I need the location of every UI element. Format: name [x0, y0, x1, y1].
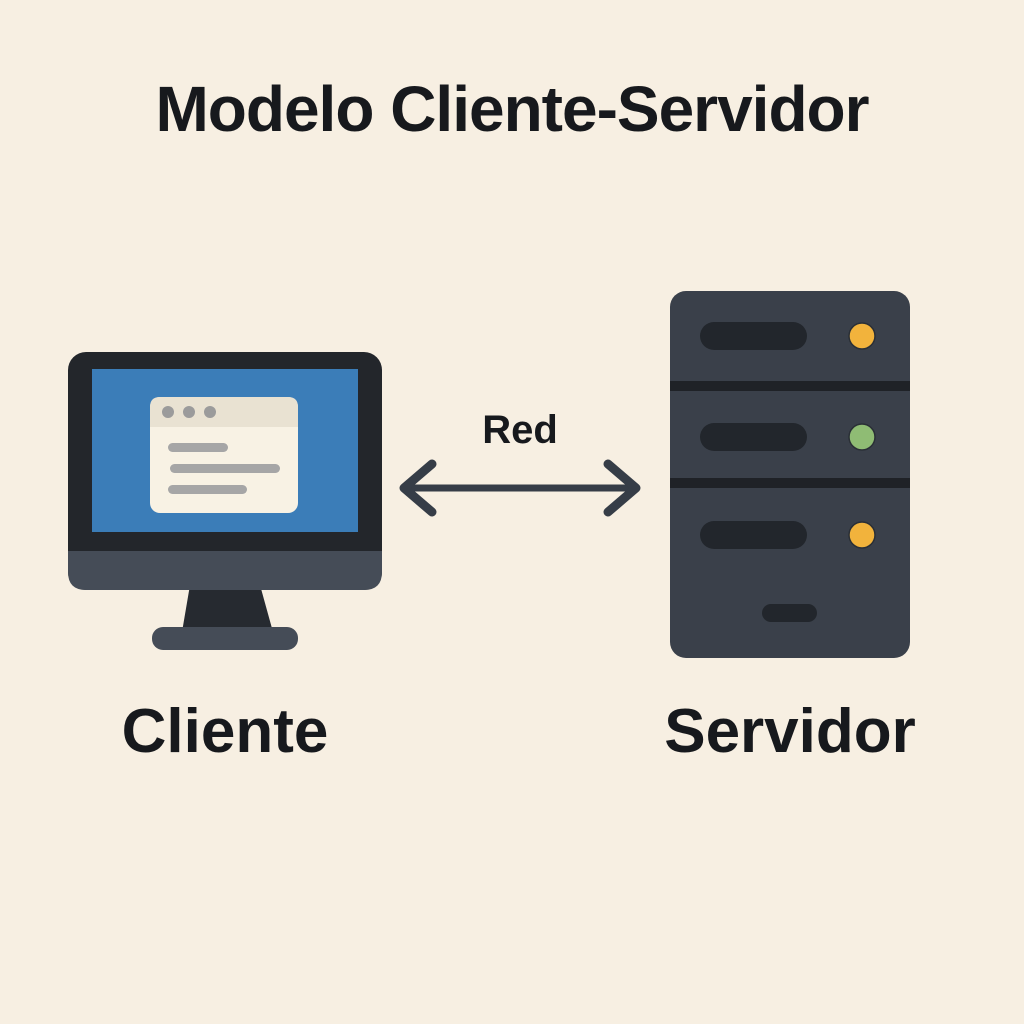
browser-window-header — [150, 397, 298, 427]
monitor-chin — [68, 551, 382, 590]
server-label: Servidor — [664, 697, 916, 766]
client-label: Cliente — [121, 697, 329, 766]
window-text-line — [168, 485, 247, 494]
server-divider — [670, 381, 910, 391]
desktop-monitor-icon — [68, 352, 382, 650]
led-green-icon — [848, 423, 876, 451]
window-dot-icon — [162, 406, 174, 418]
server-divider — [670, 478, 910, 488]
server-rack-icon — [670, 291, 910, 658]
server-slot-small — [762, 604, 817, 622]
server-slot — [700, 521, 807, 549]
page-title: Modelo Cliente-Servidor — [155, 73, 869, 145]
monitor-stand — [182, 585, 273, 632]
window-dot-icon — [183, 406, 195, 418]
led-yellow-icon — [848, 521, 876, 549]
monitor-base — [152, 627, 298, 650]
window-dot-icon — [204, 406, 216, 418]
window-text-line — [168, 443, 228, 452]
network-label: Red — [482, 408, 558, 452]
led-yellow-icon — [848, 322, 876, 350]
window-text-line — [170, 464, 280, 473]
server-slot — [700, 423, 807, 451]
server-slot — [700, 322, 807, 350]
network-arrow-icon — [399, 459, 641, 517]
